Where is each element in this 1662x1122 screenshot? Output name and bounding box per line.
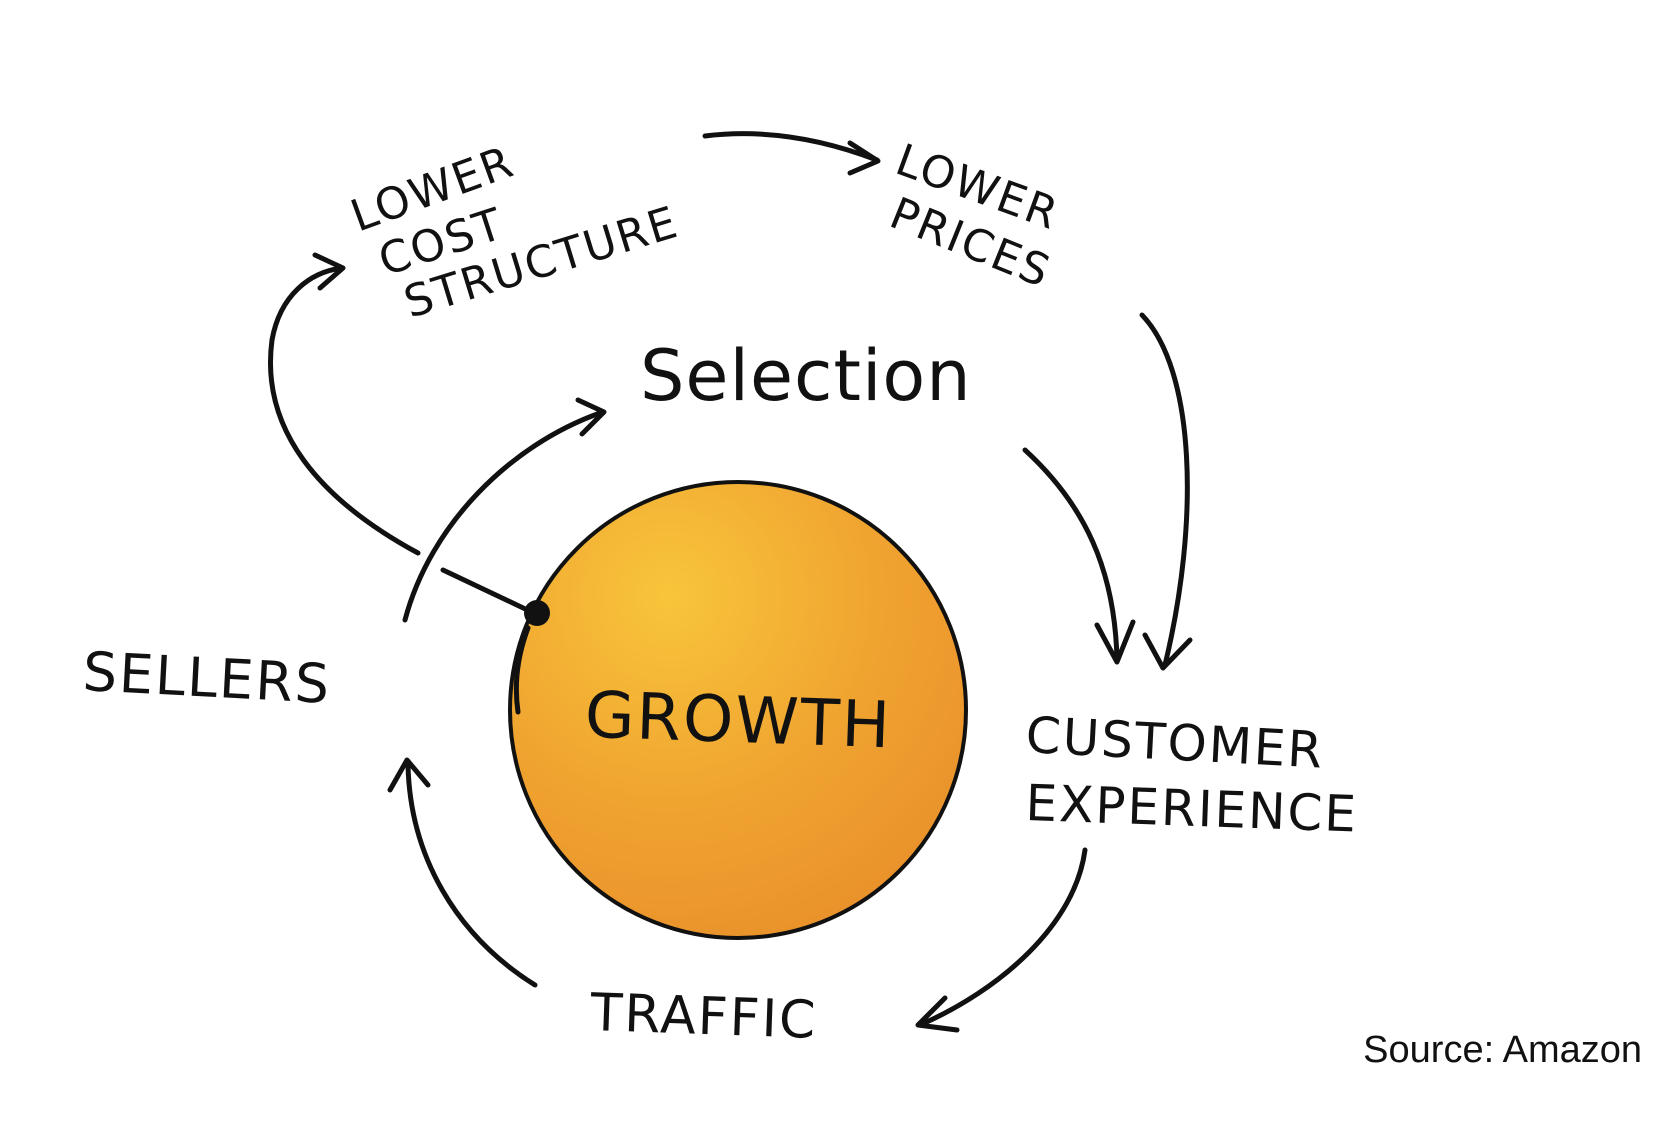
arrow-selection-to-customer-experience	[1022, 447, 1136, 665]
arrow-traffic-to-sellers	[387, 757, 538, 988]
arrow-lower-cost-to-lower-prices	[702, 131, 881, 176]
sellers-label: SELLERS	[81, 640, 332, 716]
lower-prices-label: LOWER PRICES	[883, 134, 1066, 298]
source-caption: Source: Amazon	[1363, 1029, 1642, 1071]
flywheel-lever-tail	[513, 625, 531, 715]
growth-label: GROWTH	[584, 679, 893, 764]
selection-label: Selection	[640, 335, 972, 417]
flywheel-lever-line	[440, 567, 541, 618]
lower-cost-structure-label: LOWER COST STRUCTURE	[344, 136, 684, 328]
arrow-sellers-to-lower-cost-structure	[268, 252, 421, 556]
growth-circle	[508, 480, 968, 940]
traffic-label: TRAFFIC	[589, 983, 819, 1051]
arrow-customer-experience-to-traffic	[915, 847, 1088, 1033]
customer-experience-label: CUSTOMER EXPERIENCE	[1024, 706, 1359, 844]
customer-experience-line-1: CUSTOMER	[1024, 706, 1325, 780]
arrow-sellers-to-selection	[402, 397, 607, 623]
flywheel-lever-knob	[524, 600, 550, 626]
arrow-lower-prices-to-customer-experience	[1139, 312, 1193, 671]
customer-experience-line-2: EXPERIENCE	[1025, 774, 1359, 844]
